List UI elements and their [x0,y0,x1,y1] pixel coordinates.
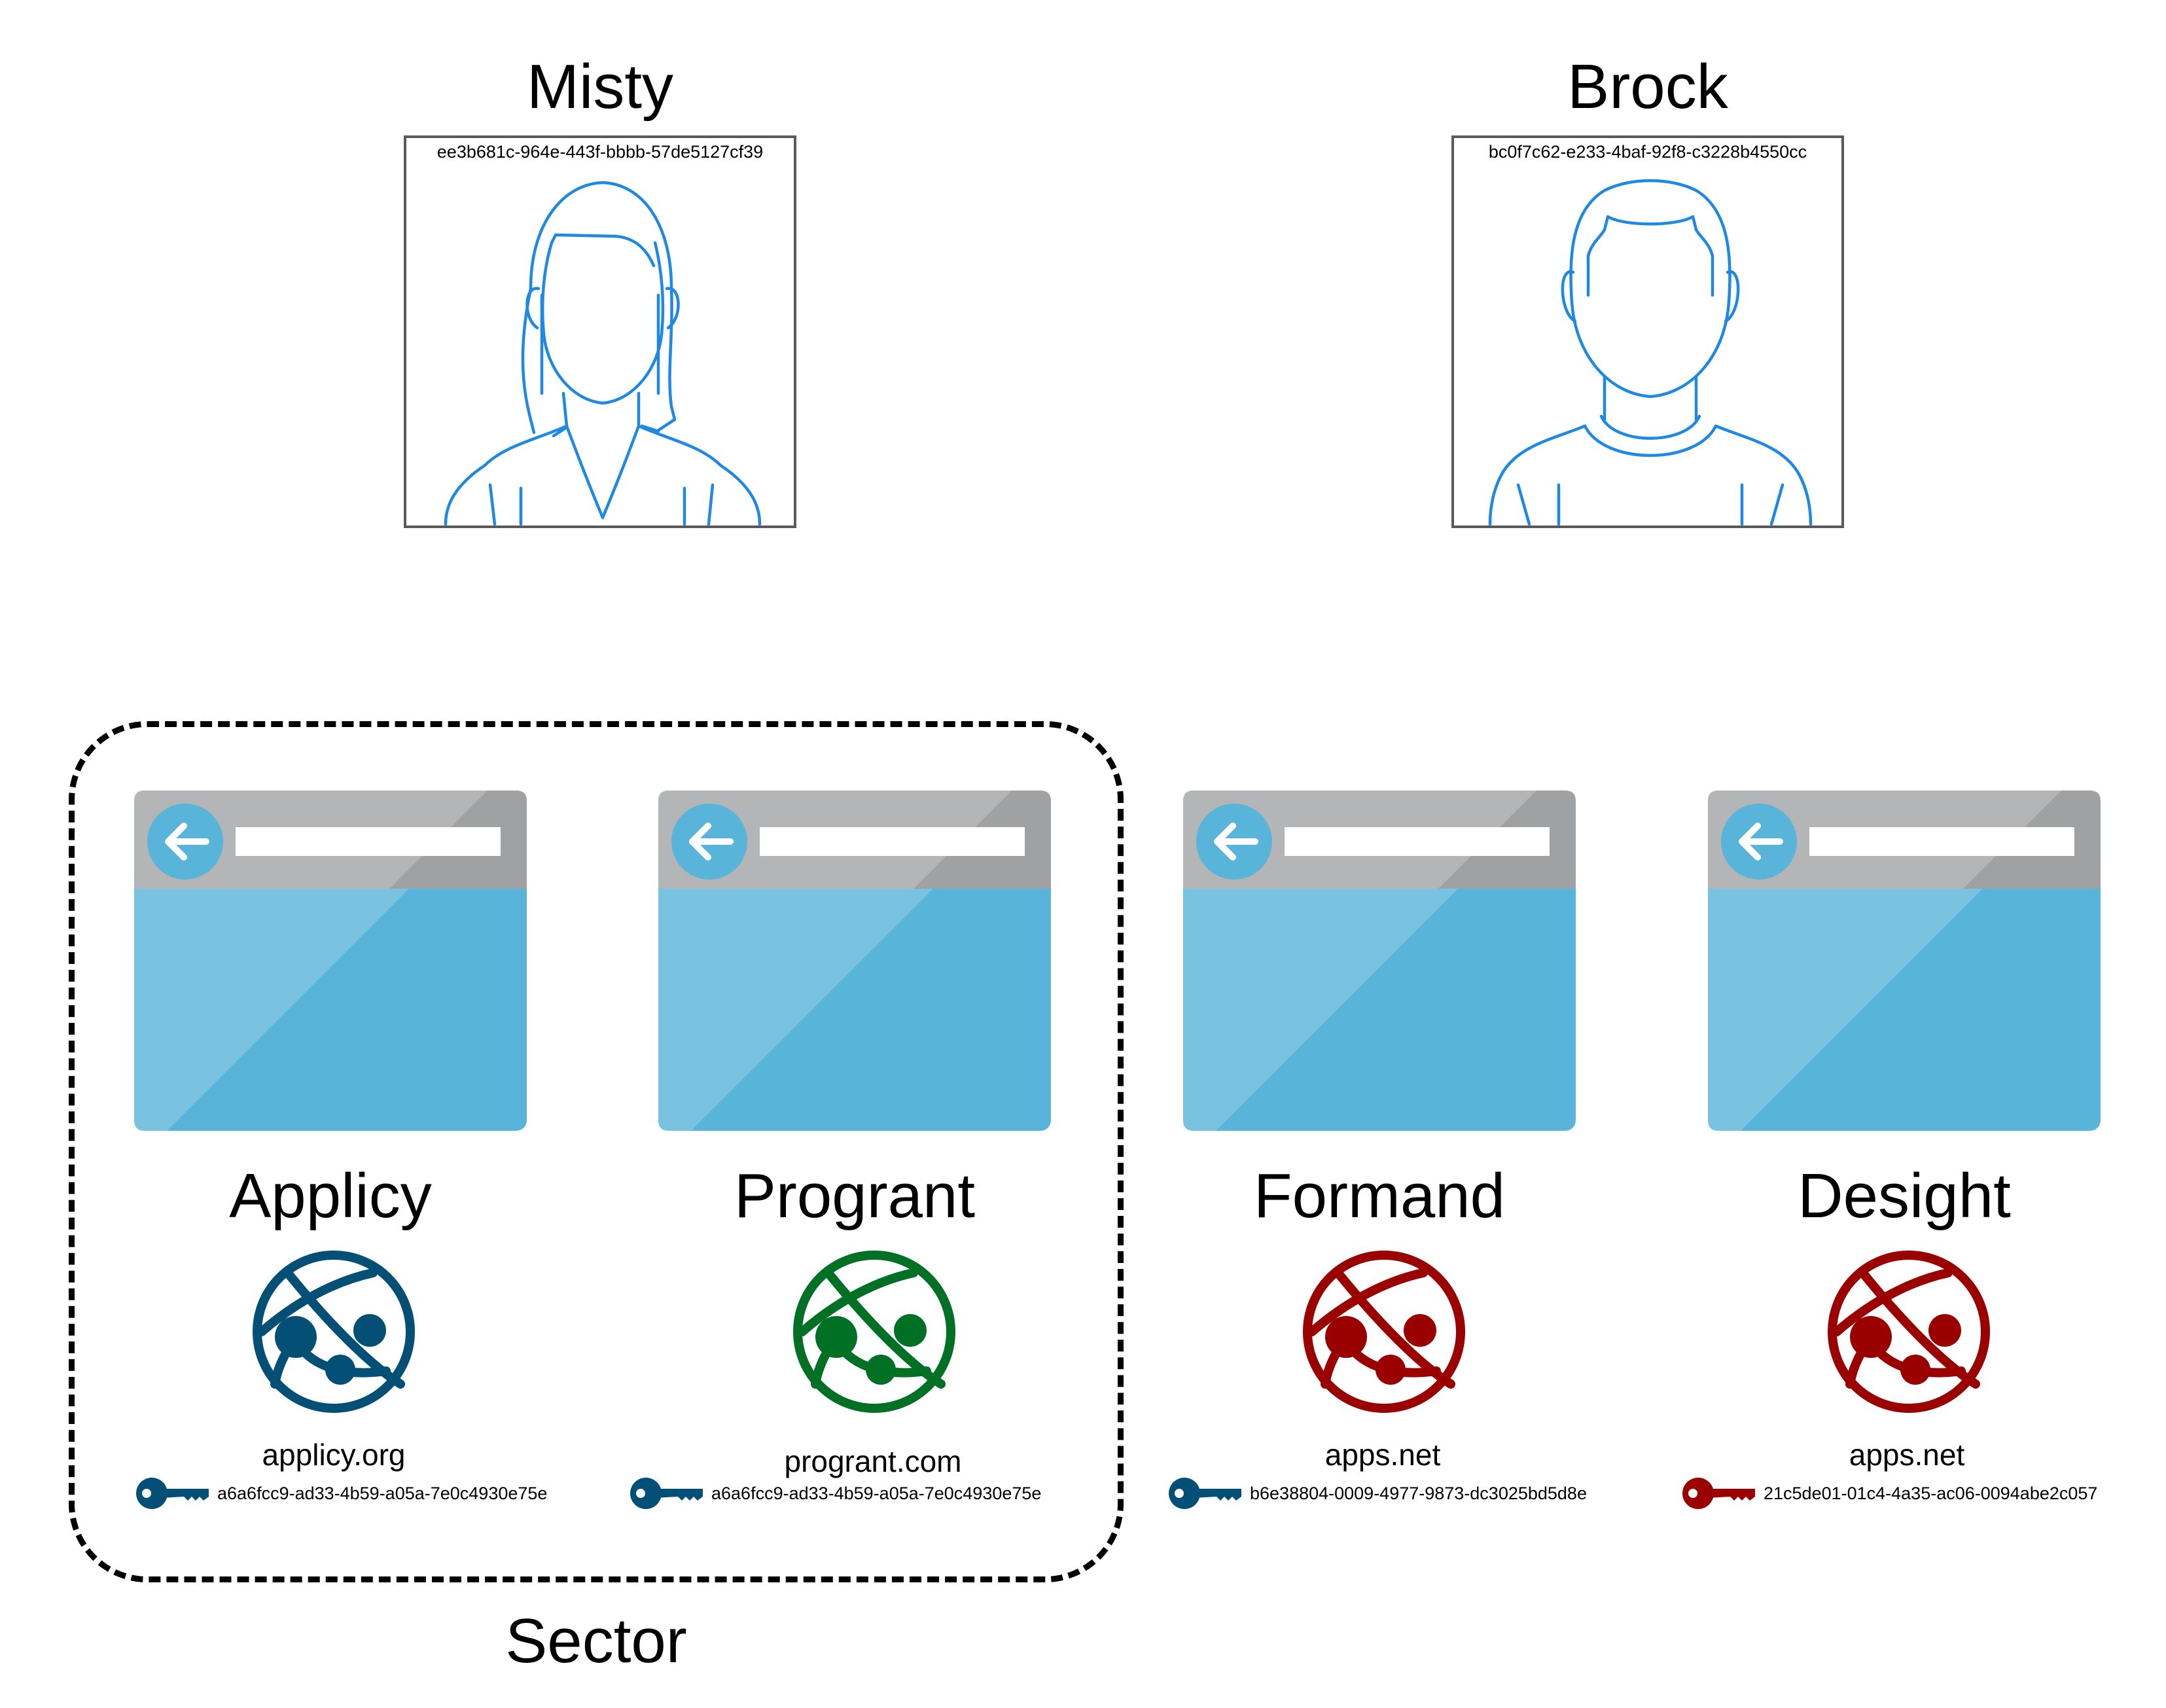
user-name-brock: Brock [1567,52,1728,122]
user-card-misty: ee3b681c-964e-443f-bbbb-57de5127cf39 [404,135,796,528]
app-name-progrant: Progrant [734,1161,976,1231]
key-icon [1169,1478,1241,1509]
app-name-desight: Desight [1798,1161,2011,1231]
app-key-row-progrant: a6a6fcc9-ad33-4b59-a05a-7e0c4930e75e [630,1474,1041,1513]
browser-window-icon-formand [1183,791,1576,1131]
app-key-text-applicy: a6a6fcc9-ad33-4b59-a05a-7e0c4930e75e [217,1483,548,1503]
key-icon [136,1478,209,1509]
app-domain-formand: apps.net [1324,1438,1441,1472]
app-domain-progrant: progrant.com [784,1444,962,1478]
app-name-formand: Formand [1253,1161,1506,1231]
app-key-text-desight: 21c5de01-01c4-4a35-ac06-0094abe2c057 [1764,1483,2098,1503]
female-user-icon [444,181,762,525]
app-domain-desight: apps.net [1849,1438,1965,1472]
app-key-text-progrant: a6a6fcc9-ad33-4b59-a05a-7e0c4930e75e [711,1483,1042,1503]
browser-window-icon-applicy [134,791,527,1131]
web-app-globe-icon-progrant [793,1251,955,1413]
browser-window-icon-desight [1708,791,2101,1131]
web-app-globe-icon-formand [1303,1251,1465,1413]
web-app-globe-icon-desight [1828,1251,1990,1413]
user-card-brock: bc0f7c62-e233-4baf-92f8-c3228b4550cc [1451,135,1844,528]
web-app-globe-icon-applicy [253,1251,415,1413]
app-key-text-formand: b6e38804-0009-4977-9873-dc3025bd5d8e [1250,1483,1587,1503]
male-user-icon [1488,179,1813,525]
sector-group-border [69,721,1124,1582]
user-name-misty: Misty [527,52,673,122]
user-id-brock: bc0f7c62-e233-4baf-92f8-c3228b4550cc [1488,142,1807,162]
app-key-row-formand: b6e38804-0009-4977-9873-dc3025bd5d8e [1168,1474,1587,1513]
app-name-applicy: Applicy [229,1161,432,1231]
browser-window-icon-progrant [658,791,1051,1131]
app-key-row-applicy: a6a6fcc9-ad33-4b59-a05a-7e0c4930e75e [135,1474,547,1513]
key-icon [1682,1478,1755,1509]
app-key-row-desight: 21c5de01-01c4-4a35-ac06-0094abe2c057 [1682,1474,2097,1513]
key-icon [630,1478,703,1509]
user-id-misty: ee3b681c-964e-443f-bbbb-57de5127cf39 [436,142,764,162]
sector-label: Sector [505,1606,687,1676]
app-domain-applicy: applicy.org [262,1438,406,1472]
